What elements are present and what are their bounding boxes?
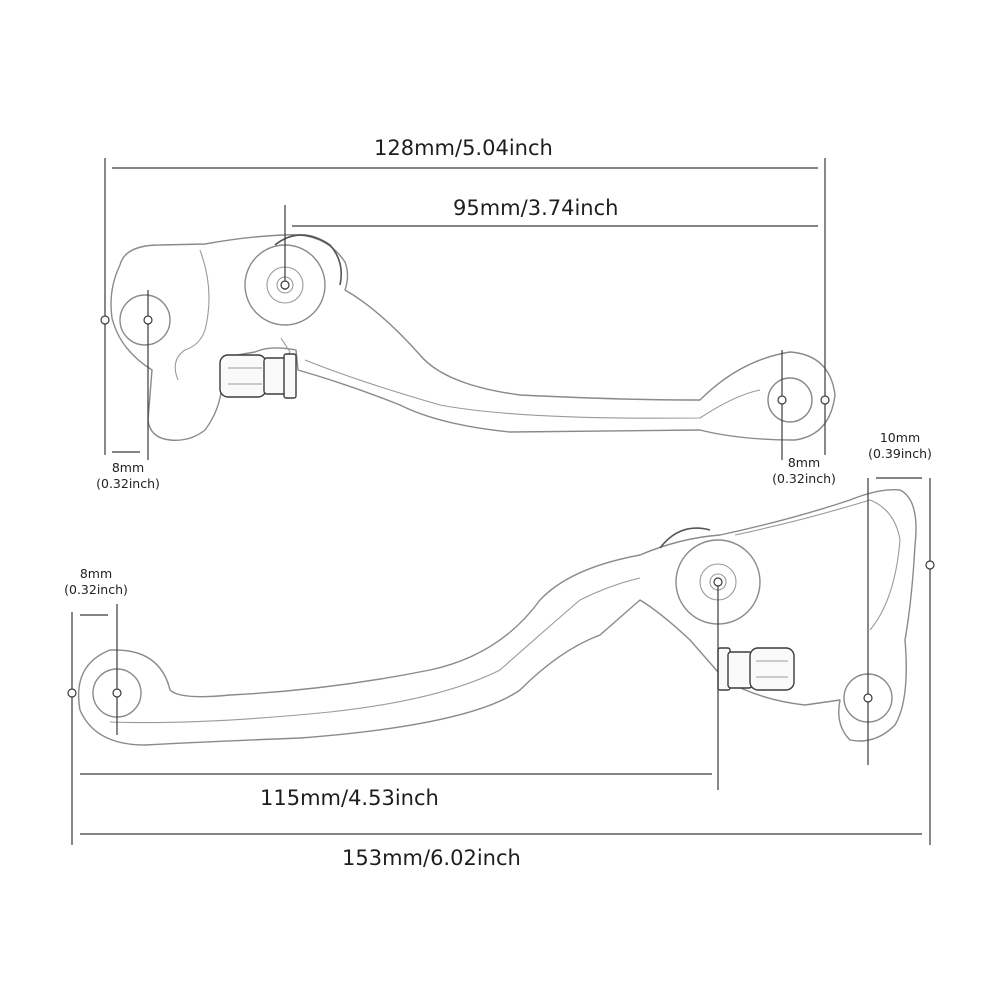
top-lever-pivot-ring: [274, 234, 343, 286]
top-lever: [110, 234, 836, 441]
bottom-left-hole-mm: 8mm: [79, 566, 113, 581]
top-lever-tip-hole: [767, 377, 813, 423]
bottom-lever-pivot-ring: [659, 527, 711, 549]
top-right-hole-mm: 8mm: [787, 455, 821, 470]
bottom-lever-perch-edge: [734, 499, 901, 631]
bottom-pivot-distance-label: 115mm/4.53inch: [260, 786, 439, 810]
bottom-lever-blade-edge: [109, 577, 641, 724]
bottom-lever: [78, 489, 917, 746]
bottom-lever-body: [78, 489, 917, 746]
top-right-hole-label: 8mm (0.32inch): [756, 455, 852, 487]
top-right-hole-inch: (0.32inch): [772, 471, 836, 486]
top-lever-perch-edge: [174, 249, 210, 381]
top-lever-adjuster-bolt: [219, 353, 297, 399]
bottom-right-hole-label: 10mm (0.39inch): [852, 430, 948, 462]
bottom-dimension-lines: [67, 477, 935, 845]
bottom-right-hole-mm: 10mm: [879, 430, 921, 445]
top-left-hole-mm: 8mm: [111, 460, 145, 475]
top-left-hole-inch: (0.32inch): [96, 476, 160, 491]
bottom-left-hole-inch: (0.32inch): [64, 582, 128, 597]
bottom-right-hole-inch: (0.39inch): [868, 446, 932, 461]
top-pivot-distance-label: 95mm/3.74inch: [453, 196, 619, 220]
top-lever-blade-edge: [304, 359, 761, 419]
bottom-lever-adjuster-bolt: [717, 647, 795, 691]
top-dimension-lines: [100, 158, 830, 460]
top-overall-length-label: 128mm/5.04inch: [374, 136, 553, 160]
bottom-left-hole-label: 8mm (0.32inch): [48, 566, 144, 598]
bottom-overall-length-label: 153mm/6.02inch: [342, 846, 521, 870]
top-left-hole-label: 8mm (0.32inch): [80, 460, 176, 492]
